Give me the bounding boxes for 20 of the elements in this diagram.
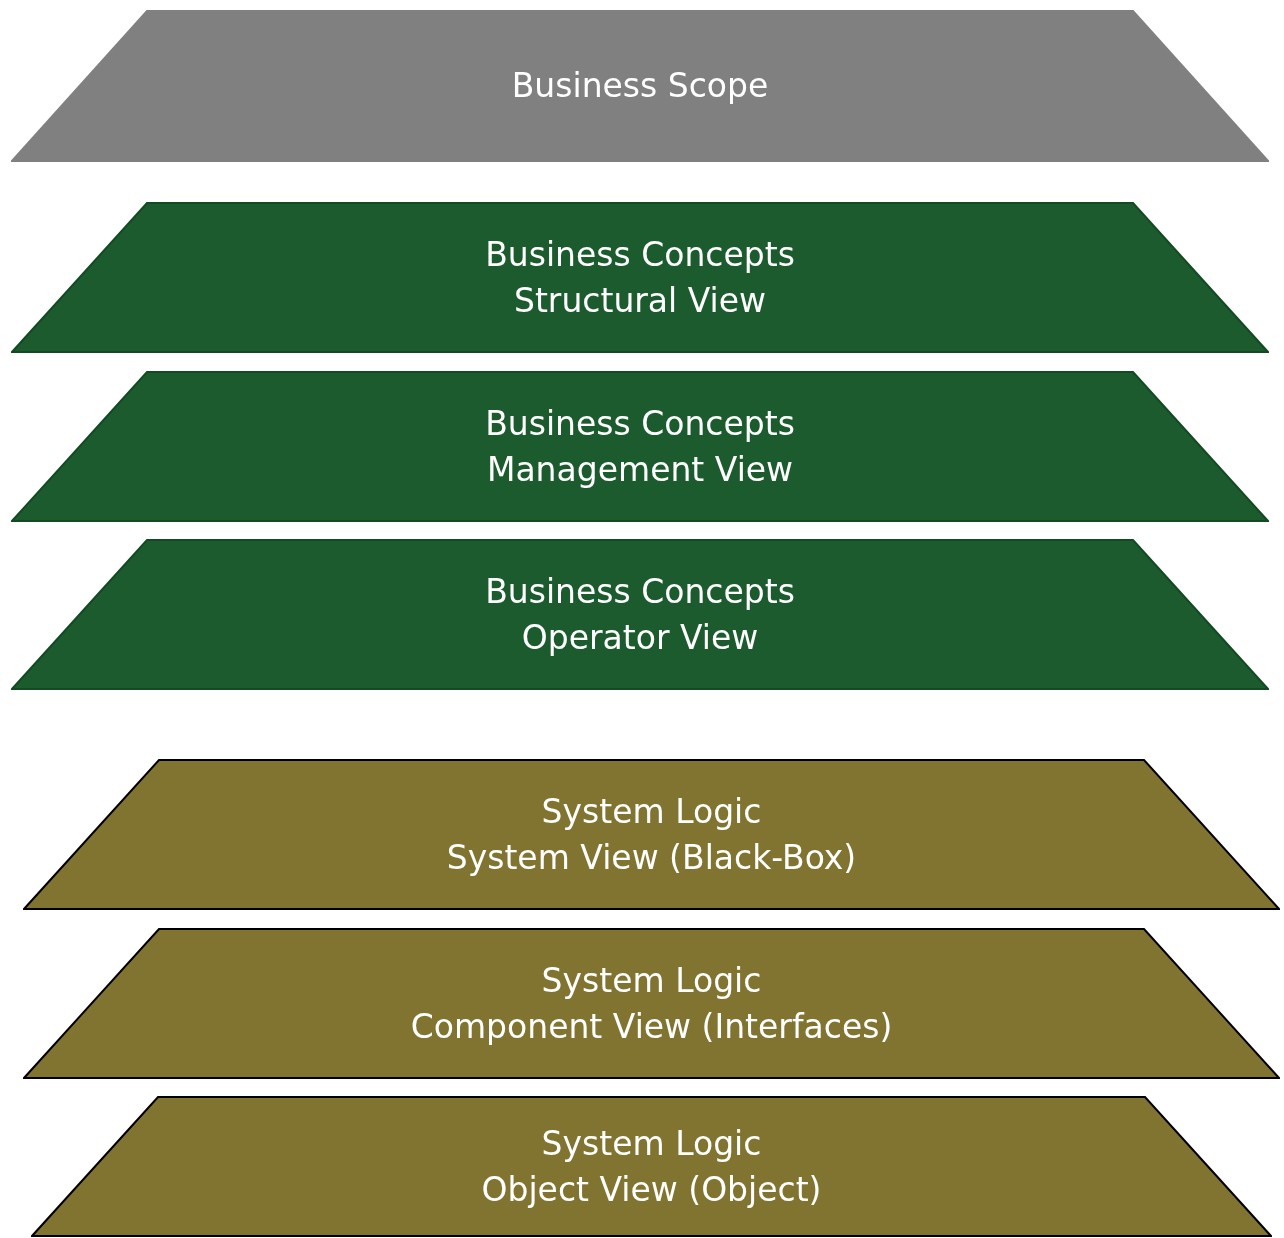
trapezoid-layer [23,759,1280,910]
trapezoid-layer [31,1096,1272,1237]
layer-label: System View (Black-Box) [446,836,857,879]
layer-label: Structural View [513,279,767,322]
layer-label: Business Concepts [485,402,795,445]
layer-label: Object View (Object) [481,1168,822,1211]
layer-label: Component View (Interfaces) [410,1005,893,1048]
trapezoid-layer [11,539,1269,690]
trapezoid-layer [11,10,1269,162]
layer-label: Business Scope [511,65,769,107]
layer-label: System Logic [541,790,762,833]
layer-label: System Logic [541,959,762,1002]
layer-label: Business Concepts [485,233,795,276]
trapezoid-layer [11,371,1269,522]
trapezoid-layer [11,202,1269,353]
layer-label: Operator View [521,616,759,659]
layer-label: Business Concepts [485,570,795,613]
layer-label: Management View [486,448,794,491]
layer-label: System Logic [541,1122,762,1165]
trapezoid-layer [23,928,1280,1079]
